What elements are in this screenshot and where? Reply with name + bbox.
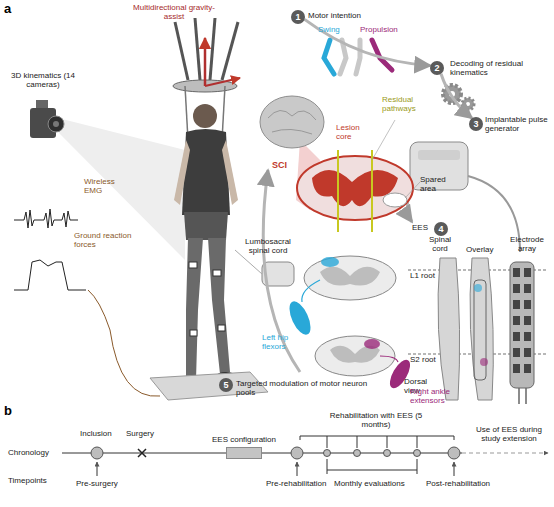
callout-text: 3	[473, 119, 478, 129]
anatomy-label: SCI	[272, 160, 287, 170]
legs-illustration	[324, 40, 392, 74]
cord-section-l1	[285, 256, 396, 338]
panel-letter: b	[4, 404, 12, 419]
callout-number: 1	[291, 10, 305, 24]
step-label: Targeted modulation of motor neuron pool…	[236, 380, 386, 398]
step-label: Decoding of residual kinematics	[450, 60, 542, 78]
callout-text: 1	[295, 12, 300, 22]
flow-arrow	[305, 19, 431, 65]
panel-letter: a	[4, 2, 11, 17]
timepoint-label: Monthly evaluations	[334, 480, 405, 489]
callout-text: 4	[438, 224, 443, 234]
phase-label: Inclusion	[80, 430, 112, 439]
plate-wire	[88, 290, 160, 396]
anatomy-label: Lumbosacral spinal cord	[236, 238, 300, 256]
camera	[30, 100, 185, 260]
phase-label: Propulsion	[360, 26, 398, 35]
emg-trace	[14, 209, 78, 228]
patient-figure	[174, 86, 238, 388]
step-label: Implantable pulse generator	[485, 116, 551, 134]
signal-label: Wireless EMG	[84, 178, 124, 196]
electrode-array-views	[408, 258, 548, 404]
sci-section	[297, 120, 420, 232]
anatomy-label: Lesion core	[336, 124, 376, 142]
gravity-arrow	[204, 38, 207, 86]
device-label: 3D kinematics (14 cameras)	[8, 72, 78, 90]
callout-number: 2	[430, 61, 444, 75]
gears	[443, 85, 474, 110]
root-label: L1 root	[410, 272, 435, 281]
grf-trace	[14, 260, 86, 290]
phase-label: Use of EES during study extension	[466, 426, 552, 444]
row-label: Timepoints	[8, 477, 47, 486]
root-label: S2 root	[410, 356, 436, 365]
box-heading: EES configuration	[212, 435, 276, 444]
flow-arrow	[441, 74, 472, 119]
muscle-label: Left hip flexors	[262, 334, 302, 352]
view-label: Electrode array	[504, 236, 550, 254]
device-label: Multidirectional gravity-assist	[128, 4, 220, 22]
callout-number: 5	[219, 378, 233, 392]
timeline-box: EES configuration	[226, 447, 262, 459]
muscle-label: Right ankle extensors	[410, 388, 454, 406]
view-label: Overlay	[466, 246, 494, 255]
brain	[260, 96, 324, 148]
timepoint-label: Pre-surgery	[76, 480, 118, 489]
callout-number: 4	[434, 222, 448, 236]
row-label: Chronology	[8, 449, 49, 458]
timeline	[62, 436, 548, 476]
view-label: Spinal cord	[424, 236, 456, 254]
step-label: Motor intention	[308, 12, 361, 21]
phase-label: Surgery	[126, 430, 154, 439]
anatomy-label: Residual pathways	[382, 96, 430, 114]
phase-label: Swing	[318, 26, 340, 35]
generator-header	[418, 150, 460, 160]
timepoint-label: Pre-rehabilitation	[266, 480, 326, 489]
robot-arms	[175, 18, 238, 80]
anatomy-label: Spared area	[420, 176, 460, 194]
callout-text: 2	[434, 63, 439, 73]
timepoint-label: Post-rehabilitation	[426, 480, 490, 489]
device-label: EES	[412, 224, 428, 233]
signal-label: Ground reaction forces	[74, 232, 132, 250]
brain-folds	[268, 110, 316, 134]
callout-number: 3	[469, 117, 483, 131]
callout-text: 5	[223, 380, 228, 390]
gravity-arrow	[205, 78, 240, 86]
phase-label: Rehabilitation with EES (5 months)	[316, 412, 436, 430]
